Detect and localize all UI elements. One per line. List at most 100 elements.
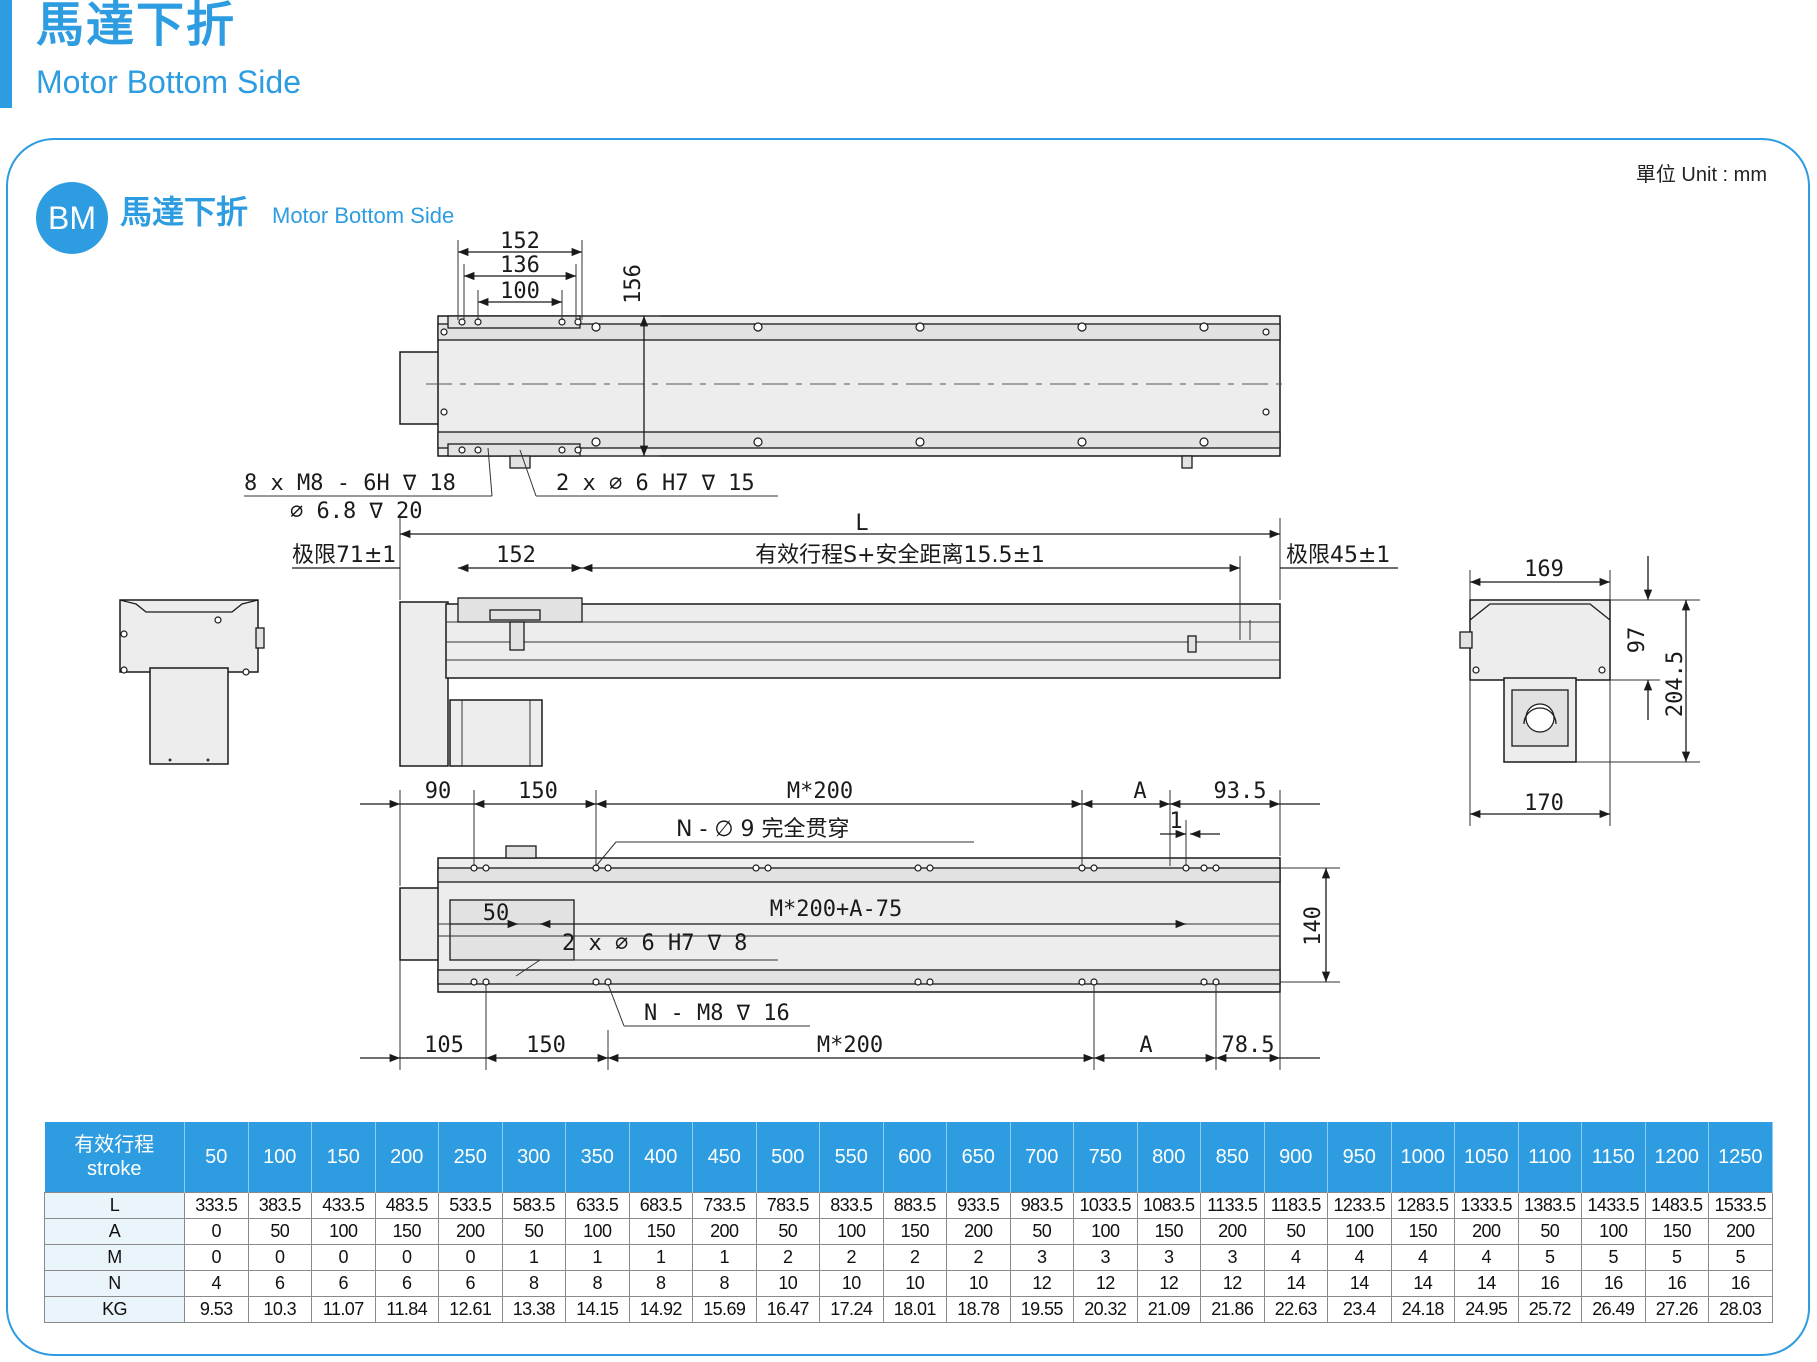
dim-105: 105: [424, 1033, 464, 1058]
table-cell: 3: [1073, 1244, 1138, 1271]
table-cell: 28.03: [1708, 1296, 1773, 1323]
dim-100: 100: [500, 279, 540, 304]
row-label: A: [44, 1218, 185, 1245]
table-header-row: 有效行程 stroke 50 100 150 200 250 300 350 4…: [44, 1122, 1773, 1193]
table-cell: 16: [1581, 1270, 1646, 1297]
table-cell: 10: [946, 1270, 1011, 1297]
dim-140: 140: [1301, 906, 1326, 946]
table-cell: 14: [1263, 1270, 1328, 1297]
table-cell: 17.24: [819, 1296, 884, 1323]
dim-152-top: 152: [500, 229, 540, 254]
table-cell: 16: [1517, 1270, 1582, 1297]
limit-right: 极限45±1: [1286, 543, 1390, 568]
section-title-en: Motor Bottom Side: [272, 203, 455, 228]
dim-156: 156: [621, 264, 646, 304]
stroke-cell: 1150: [1581, 1122, 1646, 1193]
note-tap-top-1: 8 x M8 - 6H ∇ 18: [244, 471, 456, 496]
table-cell: 4: [1327, 1244, 1392, 1271]
table-cell: 200: [1454, 1218, 1519, 1245]
header-stroke-zh: 有效行程: [74, 1134, 155, 1156]
table-cell: 100: [1327, 1218, 1392, 1245]
table-cell: 2: [882, 1244, 947, 1271]
stroke-cell: 1050: [1454, 1122, 1519, 1193]
row-label: KG: [44, 1296, 185, 1323]
stroke-cell: 350: [565, 1122, 630, 1193]
table-cell: 24.95: [1454, 1296, 1519, 1323]
table-cell: 1: [628, 1244, 693, 1271]
stroke-cell: 800: [1137, 1122, 1201, 1193]
note-pin-top: 2 x ∅ 6 H7 ∇ 15: [556, 471, 755, 496]
limit-left: 极限71±1: [292, 543, 396, 568]
table-cell: 1: [692, 1244, 757, 1271]
table-cell: 333.5: [184, 1192, 249, 1219]
stroke-cell: 950: [1327, 1122, 1392, 1193]
table-cell: 4: [1454, 1244, 1519, 1271]
table-cell: 4: [1263, 1244, 1328, 1271]
dim-1: 1: [1169, 809, 1182, 834]
dim-93-5: 93.5: [1214, 779, 1267, 804]
top-motor-block: [399, 351, 441, 425]
dim-204-5: 204.5: [1663, 651, 1688, 717]
table-cell: 0: [438, 1244, 503, 1271]
table-cell: 14: [1390, 1270, 1455, 1297]
dim-m200-a: M*200+A-75: [770, 897, 902, 922]
table-cell: 933.5: [946, 1192, 1011, 1219]
table-cell: 1383.5: [1517, 1192, 1582, 1219]
dim-a-top: A: [1133, 779, 1146, 804]
table-cell: 27.26: [1644, 1296, 1709, 1323]
table-cell: 1283.5: [1390, 1192, 1455, 1219]
table-cell: 383.5: [247, 1192, 312, 1219]
table-cell: 5: [1517, 1244, 1582, 1271]
table-cell: 733.5: [692, 1192, 757, 1219]
dim-150-top: 150: [518, 779, 558, 804]
note-tap-bottom: N - M8 ∇ 16: [644, 1001, 790, 1026]
stroke-cell: 650: [946, 1122, 1011, 1193]
stroke-cell: 1250: [1708, 1122, 1773, 1193]
dim-m200-bot: M*200: [817, 1033, 883, 1058]
table-cell: 783.5: [755, 1192, 820, 1219]
stroke-cell: 1200: [1645, 1122, 1709, 1193]
table-cell: 16.47: [755, 1296, 820, 1323]
table-cell: 0: [311, 1244, 376, 1271]
table-cell: 5: [1644, 1244, 1709, 1271]
table-cell: 6: [247, 1270, 312, 1297]
stroke-cell: 900: [1264, 1122, 1328, 1193]
table-cell: 483.5: [374, 1192, 439, 1219]
stroke-cell: 300: [502, 1122, 566, 1193]
dim-50: 50: [483, 901, 510, 926]
table-cell: 200: [1708, 1218, 1773, 1245]
stroke-cell: 700: [1010, 1122, 1074, 1193]
stroke-cell: 150: [311, 1122, 376, 1193]
note-tap-top-2: ∅ 6.8 ∇ 20: [290, 499, 422, 524]
dim-136: 136: [500, 253, 540, 278]
table-cell: 150: [1390, 1218, 1455, 1245]
table-cell: 833.5: [819, 1192, 884, 1219]
left-end-view: [119, 599, 265, 765]
table-cell: 100: [311, 1218, 376, 1245]
table-cell: 1233.5: [1327, 1192, 1392, 1219]
table-cell: 2: [819, 1244, 884, 1271]
section-badge: BM: [36, 182, 108, 254]
header-accent-bar: [0, 0, 12, 108]
side-view: L 极限71±1 152 有效行程S+安全距离15.5±1 极限45±1: [292, 511, 1398, 767]
table-cell: 200: [692, 1218, 757, 1245]
table-cell: 3: [1136, 1244, 1201, 1271]
table-cell: 5: [1581, 1244, 1646, 1271]
table-cell: 21.86: [1200, 1296, 1265, 1323]
table-cell: 1333.5: [1454, 1192, 1519, 1219]
table-cell: 100: [1073, 1218, 1138, 1245]
row-label: N: [44, 1270, 185, 1297]
table-cell: 9.53: [184, 1296, 249, 1323]
table-cell: 12: [1136, 1270, 1201, 1297]
table-cell: 50: [1517, 1218, 1582, 1245]
table-cell: 50: [501, 1218, 566, 1245]
table-cell: 14: [1454, 1270, 1519, 1297]
top-holes: [440, 318, 1270, 454]
table-cell: 100: [565, 1218, 630, 1245]
table-cell: 1533.5: [1708, 1192, 1773, 1219]
table-cell: 22.63: [1263, 1296, 1328, 1323]
stroke-cell: 100: [248, 1122, 312, 1193]
dim-152-side: 152: [496, 543, 536, 568]
